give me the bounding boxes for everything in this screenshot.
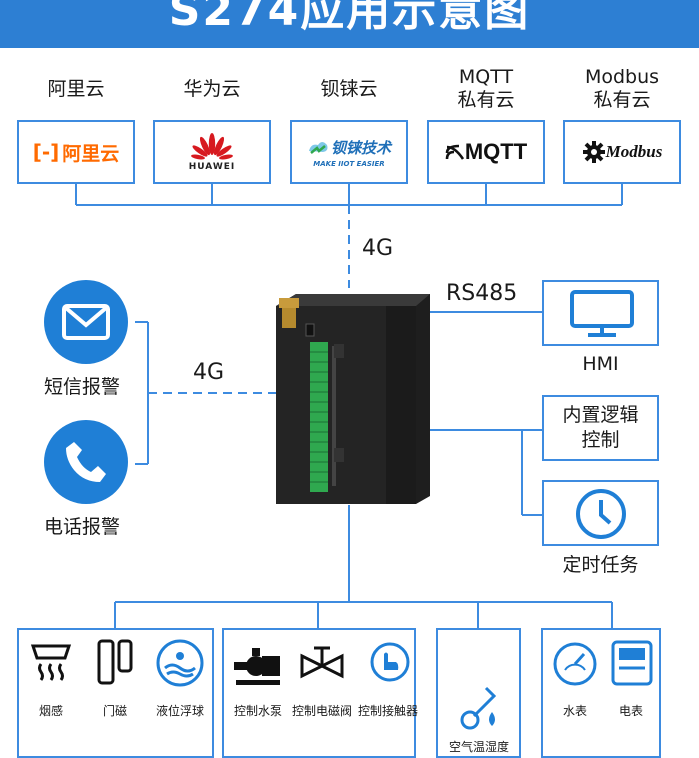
s274-device bbox=[276, 294, 430, 504]
aliyun-logo-icon: [-] bbox=[32, 140, 60, 164]
timer-label: 定时任务 bbox=[562, 554, 639, 576]
cloud-box-beilai[interactable]: 钡铼技术 MAKE IIOT EASIER bbox=[290, 120, 408, 184]
network-label-4g-left: 4G bbox=[193, 360, 225, 385]
beilai-logo-en: MAKE IIOT EASIER bbox=[313, 159, 385, 168]
network-label-4g-top: 4G bbox=[362, 236, 394, 261]
float-ball-icon bbox=[156, 639, 204, 687]
cloud-box-modbus[interactable]: Modbus bbox=[563, 120, 681, 184]
logic-label-line2: 控制 bbox=[581, 429, 620, 451]
modbus-gear-icon bbox=[582, 141, 605, 163]
label-smoke: 烟感 bbox=[38, 704, 63, 718]
sms-alarm-label: 短信报警 bbox=[44, 376, 121, 398]
sms-alarm-circle bbox=[44, 280, 128, 364]
bottom-group-sensors: 烟感 门磁 液位浮球 bbox=[17, 628, 214, 758]
monitor-icon bbox=[570, 290, 634, 337]
beilai-logo-icon bbox=[308, 142, 328, 154]
cloud-label-modbus-line1: Modbus bbox=[584, 66, 660, 88]
modbus-logo-text: Modbus bbox=[605, 142, 663, 161]
mqtt-logo-text: MQTT bbox=[464, 139, 528, 164]
bottom-group-env: 空气温湿度 bbox=[436, 628, 521, 758]
cloud-label-huawei: 华为云 bbox=[183, 78, 241, 100]
cloud-label-modbus-line2: 私有云 bbox=[593, 89, 651, 111]
title-banner: S274应用示意图 bbox=[0, 0, 699, 48]
beilai-logo-cn: 钡铼技术 bbox=[330, 138, 391, 157]
envelope-icon bbox=[62, 304, 110, 340]
label-pump: 控制水泵 bbox=[233, 704, 282, 718]
bottom-group-control: 控制水泵 控制电磁阀 控制接触器 bbox=[222, 628, 418, 758]
label-contactor: 控制接触器 bbox=[357, 704, 418, 718]
solenoid-valve-icon bbox=[300, 646, 344, 679]
water-pump-icon bbox=[234, 648, 280, 685]
cloud-label-modbus: Modbus 私有云 bbox=[552, 66, 692, 112]
phone-icon bbox=[66, 442, 106, 482]
label-valve: 控制电磁阀 bbox=[291, 704, 352, 718]
label-float: 液位浮球 bbox=[155, 704, 204, 718]
label-water-meter: 水表 bbox=[562, 704, 587, 718]
page-title: S274应用示意图 bbox=[168, 0, 531, 36]
huawei-logo-text: HUAWEI bbox=[188, 162, 236, 172]
cloud-label-mqtt: MQTT 私有云 bbox=[416, 66, 556, 112]
cloud-label-beilai: 钡铼云 bbox=[320, 78, 378, 100]
logic-box[interactable]: 内置逻辑 控制 bbox=[542, 395, 659, 461]
cloud-label-aliyun: 阿里云 bbox=[47, 78, 105, 100]
network-label-rs485: RS485 bbox=[446, 281, 518, 306]
cloud-box-huawei[interactable]: HUAWEI bbox=[153, 120, 271, 184]
smoke-detector-icon bbox=[30, 644, 72, 681]
cloud-label-mqtt-line1: MQTT bbox=[458, 66, 514, 88]
cloud-label-mqtt-line2: 私有云 bbox=[457, 89, 515, 111]
bottom-group-meters: 水表 电表 bbox=[541, 628, 661, 758]
timer-box[interactable] bbox=[542, 480, 659, 546]
mqtt-signal-icon bbox=[445, 144, 464, 160]
phone-alarm-label: 电话报警 bbox=[44, 516, 121, 538]
phone-alarm-circle bbox=[44, 420, 128, 504]
contactor-icon bbox=[370, 642, 410, 682]
cloud-box-mqtt[interactable]: MQTT bbox=[427, 120, 545, 184]
door-magnet-icon bbox=[97, 639, 133, 685]
electric-meter-icon bbox=[611, 640, 653, 686]
beilai-logo: 钡铼技术 bbox=[307, 137, 391, 158]
cloud-box-aliyun[interactable]: [-] 阿里云 bbox=[17, 120, 135, 184]
logic-label-line1: 内置逻辑 bbox=[562, 404, 639, 426]
label-door: 门磁 bbox=[102, 704, 127, 718]
water-meter-icon bbox=[553, 642, 597, 686]
aliyun-logo-text: 阿里云 bbox=[62, 143, 120, 165]
thermometer-icon bbox=[460, 686, 497, 730]
huawei-petal-icon bbox=[191, 133, 233, 160]
label-electric-meter: 电表 bbox=[618, 704, 643, 718]
label-air-temp: 空气温湿度 bbox=[448, 740, 509, 754]
hmi-box[interactable] bbox=[542, 280, 659, 346]
clock-icon bbox=[576, 489, 626, 539]
hmi-label: HMI bbox=[582, 353, 619, 375]
